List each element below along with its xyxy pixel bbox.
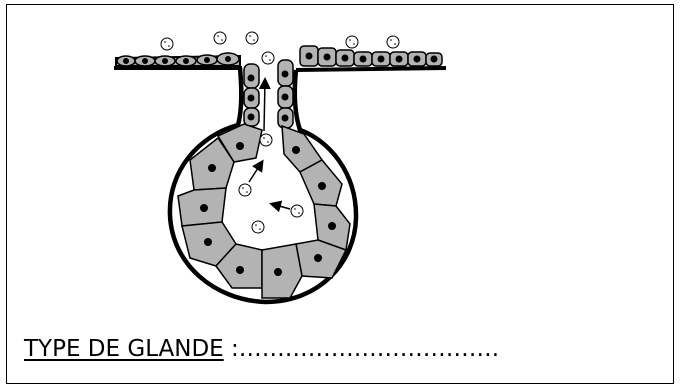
secretion-granule-icon: [161, 38, 173, 50]
secretory-cells: [178, 124, 350, 298]
secretion-granule-icon: [214, 32, 226, 44]
gland-type-prompt: TYPE DE GLANDE :…………………………….: [24, 336, 499, 362]
arrow-icon: [249, 162, 262, 182]
exocrine-gland-diagram: [0, 0, 682, 374]
answer-blank[interactable]: …………………………….: [239, 336, 499, 362]
surface-epithelium-left: [114, 53, 242, 68]
secretion-granule-icon: [252, 221, 264, 233]
arrow-icon: [272, 204, 290, 209]
arrow-icon: [264, 80, 265, 131]
secretion-granule-icon: [246, 32, 258, 44]
gland-type-label: TYPE DE GLANDE: [24, 336, 224, 362]
secretion-granule-icon: [346, 36, 358, 48]
secretion-granule-icon: [239, 184, 251, 196]
surface-epithelium-right: [296, 46, 446, 70]
secretory-cell: [262, 244, 302, 298]
secretion-granule-icon: [387, 36, 399, 48]
secretion-granule-icon: [291, 205, 303, 217]
secretion-granule-icon: [260, 134, 272, 146]
label-separator: :: [224, 336, 239, 362]
secretion-granule-icon: [262, 52, 274, 64]
excretory-duct: [244, 60, 293, 128]
